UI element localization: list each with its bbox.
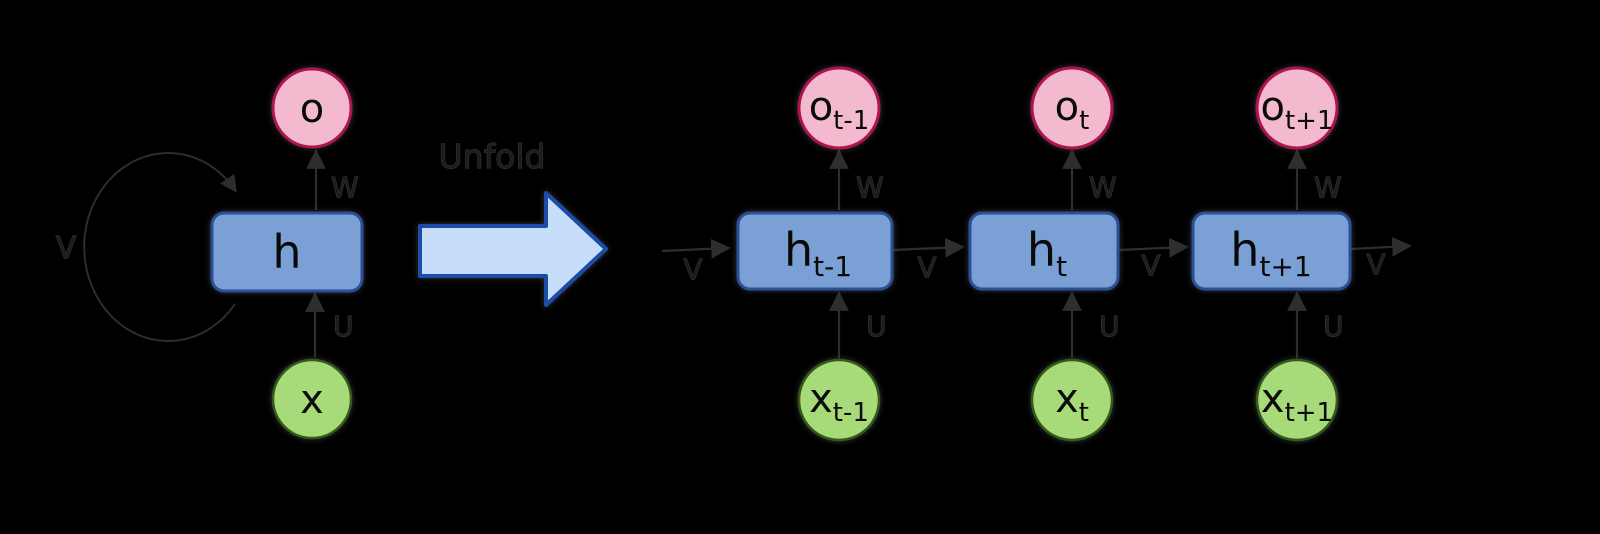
- unfold-big-arrow: [418, 191, 608, 307]
- output-label-t: ot: [1055, 84, 1090, 136]
- hidden-label-t+1: ht+1: [1230, 223, 1311, 283]
- input-subscript: t-1: [833, 398, 869, 428]
- weight-label-w-t+1: W: [1314, 171, 1342, 204]
- hidden-label-folded: h: [272, 225, 301, 279]
- input-letter: x: [1055, 376, 1079, 422]
- input-label-t-1: xt-1: [809, 376, 869, 428]
- folded-cell: h o x: [210, 67, 364, 440]
- weight-label-u-t-1: U: [866, 310, 887, 343]
- output-letter: o: [1055, 84, 1079, 130]
- input-letter: x: [809, 376, 833, 422]
- hidden-label-t: ht: [1027, 223, 1067, 283]
- output-label-t+1: ot+1: [1260, 84, 1333, 136]
- weight-label-u-t+1: U: [1323, 310, 1344, 343]
- input-node-folded: [271, 358, 353, 440]
- weight-label-u-t: U: [1099, 310, 1120, 343]
- input-label-folded: x: [300, 377, 324, 423]
- weight-labels: V W U Unfold V V V V W U W U W U: [55, 137, 1386, 344]
- weight-label-v-2: V: [1141, 249, 1160, 282]
- hidden-subscript: t+1: [1259, 250, 1311, 283]
- state-arrow-1: [892, 237, 965, 258]
- state-arrow-out: [1350, 236, 1412, 257]
- hidden-letter: h: [784, 223, 813, 277]
- unfold-caption: Unfold: [439, 137, 546, 176]
- self-loop-arrow: [83, 152, 237, 342]
- output-node-t+1: [1255, 66, 1339, 150]
- input-subscript: t+1: [1285, 398, 1334, 428]
- weight-label-v-3: V: [1366, 248, 1385, 281]
- hidden-subscript: t-1: [813, 250, 852, 283]
- weight-label-w-t: W: [1089, 171, 1117, 204]
- output-letter: o: [809, 84, 833, 130]
- state-arrow-2: [1118, 237, 1189, 258]
- input-node-t-1: [797, 358, 881, 442]
- weight-label-v-1: V: [917, 251, 936, 284]
- unfolded-cell-t-1: ht-1 ot-1 xt-1: [736, 66, 894, 442]
- unfolded-cell-t: ht ot xt: [968, 66, 1120, 442]
- input-node-t+1: [1255, 358, 1339, 442]
- output-subscript: t+1: [1285, 106, 1334, 136]
- output-label-t-1: ot-1: [809, 84, 870, 136]
- output-node-t-1: [797, 66, 881, 150]
- edge-arrows: [83, 149, 1412, 358]
- input-node-t: [1030, 358, 1114, 442]
- weight-label-u-folded: U: [333, 310, 354, 343]
- hidden-label-t-1: ht-1: [784, 223, 852, 283]
- output-node-folded: [271, 67, 353, 149]
- weight-label-w-folded: W: [331, 171, 359, 204]
- input-subscript: t: [1079, 398, 1089, 428]
- output-letter: o: [1260, 84, 1284, 130]
- output-node-t: [1030, 66, 1114, 150]
- state-arrow-in: [661, 238, 731, 259]
- weight-label-v-0: V: [683, 253, 702, 286]
- unfolded-cell-t+1: ht+1 ot+1 xt+1: [1191, 66, 1352, 442]
- output-subscript: t-1: [833, 106, 869, 136]
- hidden-state-box-t: [968, 211, 1120, 291]
- output-subscript: t: [1079, 106, 1089, 136]
- hidden-state-box-folded: [210, 211, 364, 293]
- hidden-state-box-t-1: [736, 211, 894, 291]
- hidden-subscript: t: [1056, 250, 1067, 283]
- input-letter: x: [1261, 376, 1285, 422]
- hidden-state-box-t+1: [1191, 211, 1352, 291]
- hidden-letter: h: [1027, 223, 1056, 277]
- weight-label-w-t-1: W: [856, 171, 884, 204]
- input-label-t: xt: [1055, 376, 1089, 428]
- output-label-folded: o: [300, 86, 324, 132]
- hidden-letter: h: [1230, 223, 1259, 277]
- input-label-t+1: xt+1: [1261, 376, 1333, 428]
- weight-label-v-folded: V: [56, 231, 77, 266]
